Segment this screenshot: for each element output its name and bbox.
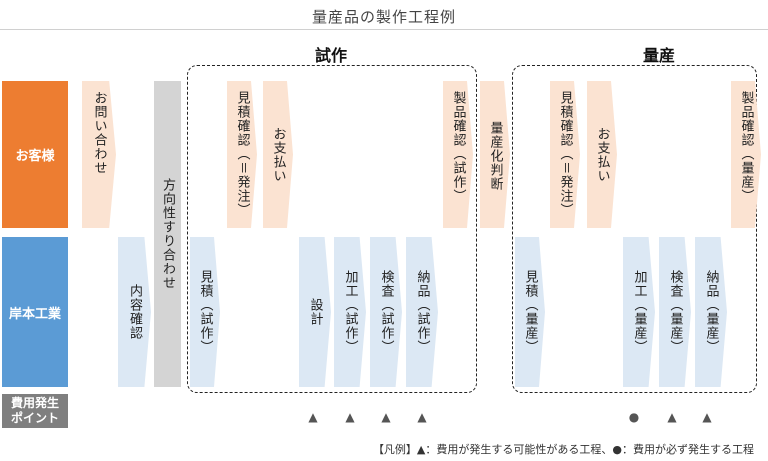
lane-customer: お客様 <box>2 81 68 228</box>
step-deliver-trial: 納品（試作） <box>406 237 438 387</box>
step-process-trial: 加工（試作） <box>334 237 366 387</box>
page-title: 量産品の製作工程例 <box>311 8 456 26</box>
step-product-check-trial-label: 製品確認（試作） <box>450 91 466 203</box>
step-inspect-trial: 検査（試作） <box>370 237 402 387</box>
step-estimate-mass-label: 見積（量産） <box>522 270 538 354</box>
mass-group-box <box>512 65 757 393</box>
step-process-mass: 加工（量産） <box>623 237 655 387</box>
step-quote-check-trial-label: 見積確認（＝発注） <box>234 91 250 217</box>
step-inspect-mass-label: 検査（量産） <box>667 270 683 354</box>
step-deliver-mass-label: 納品（量産） <box>703 270 719 354</box>
step-mass-decision: 量産化判断 <box>480 81 510 228</box>
step-mass-decision-label: 量産化判断 <box>487 121 503 191</box>
cost-label-line2: ポイント <box>10 411 59 425</box>
section-title-mass: 量産 <box>642 46 675 65</box>
step-product-check-trial: 製品確認（試作） <box>443 81 473 228</box>
cost-label-line1: 費用発生 <box>10 396 59 410</box>
step-estimate-trial: 見積（試作） <box>190 237 220 387</box>
cost-mark-design: ▲ <box>308 410 318 424</box>
cost-mark-process-mass: ● <box>628 410 640 424</box>
lane-kishimoto: 岸本工業 <box>2 237 68 387</box>
step-inspect-mass: 検査（量産） <box>659 237 691 387</box>
trial-group-box <box>187 65 477 393</box>
step-payment-mass-label: お支払い <box>594 127 610 183</box>
step-estimate-trial-label: 見積（試作） <box>197 270 213 354</box>
step-product-check-mass-label: 製品確認（量産） <box>738 91 754 203</box>
step-payment-trial: お支払い <box>263 81 293 228</box>
cost-mark-deliver-trial: ▲ <box>417 410 427 424</box>
step-deliver-mass: 納品（量産） <box>695 237 727 387</box>
cost-mark-deliver-mass: ▲ <box>702 410 712 424</box>
step-direction-label: 方向性すり合わせ <box>160 178 175 290</box>
step-product-check-mass: 製品確認（量産） <box>731 81 761 228</box>
step-quote-check-mass-label: 見積確認（＝発注） <box>557 91 573 217</box>
step-design-label: 設計 <box>307 298 323 326</box>
step-inquiry: お問い合わせ <box>82 81 116 228</box>
step-content-check-label: 内容確認 <box>127 284 142 340</box>
step-process-mass-label: 加工（量産） <box>631 270 647 354</box>
step-inquiry-label: お問い合わせ <box>91 91 107 175</box>
step-payment-trial-label: お支払い <box>270 127 286 183</box>
step-process-trial-label: 加工（試作） <box>342 270 358 354</box>
step-design: 設計 <box>299 237 331 387</box>
step-inspect-trial-label: 検査（試作） <box>378 270 394 354</box>
cost-mark-inspect-trial: ▲ <box>381 410 391 424</box>
step-payment-mass: お支払い <box>587 81 617 228</box>
step-quote-check-trial: 見積確認（＝発注） <box>227 81 257 228</box>
step-content-check: 内容確認 <box>118 237 151 387</box>
legend: 【凡例】▲：費用が発生する可能性がある工程、●：費用が必ず発生する工程 <box>372 443 754 456</box>
step-quote-check-mass: 見積確認（＝発注） <box>550 81 580 228</box>
cost-mark-inspect-mass: ▲ <box>667 410 677 424</box>
step-estimate-mass: 見積（量産） <box>515 237 545 387</box>
step-direction: 方向性すり合わせ <box>154 81 181 387</box>
lane-cost-points: 費用発生 ポイント <box>2 394 68 428</box>
cost-mark-process-trial: ▲ <box>345 410 355 424</box>
title-divider <box>0 29 768 30</box>
step-deliver-trial-label: 納品（試作） <box>414 270 430 354</box>
section-title-trial: 試作 <box>314 46 347 65</box>
